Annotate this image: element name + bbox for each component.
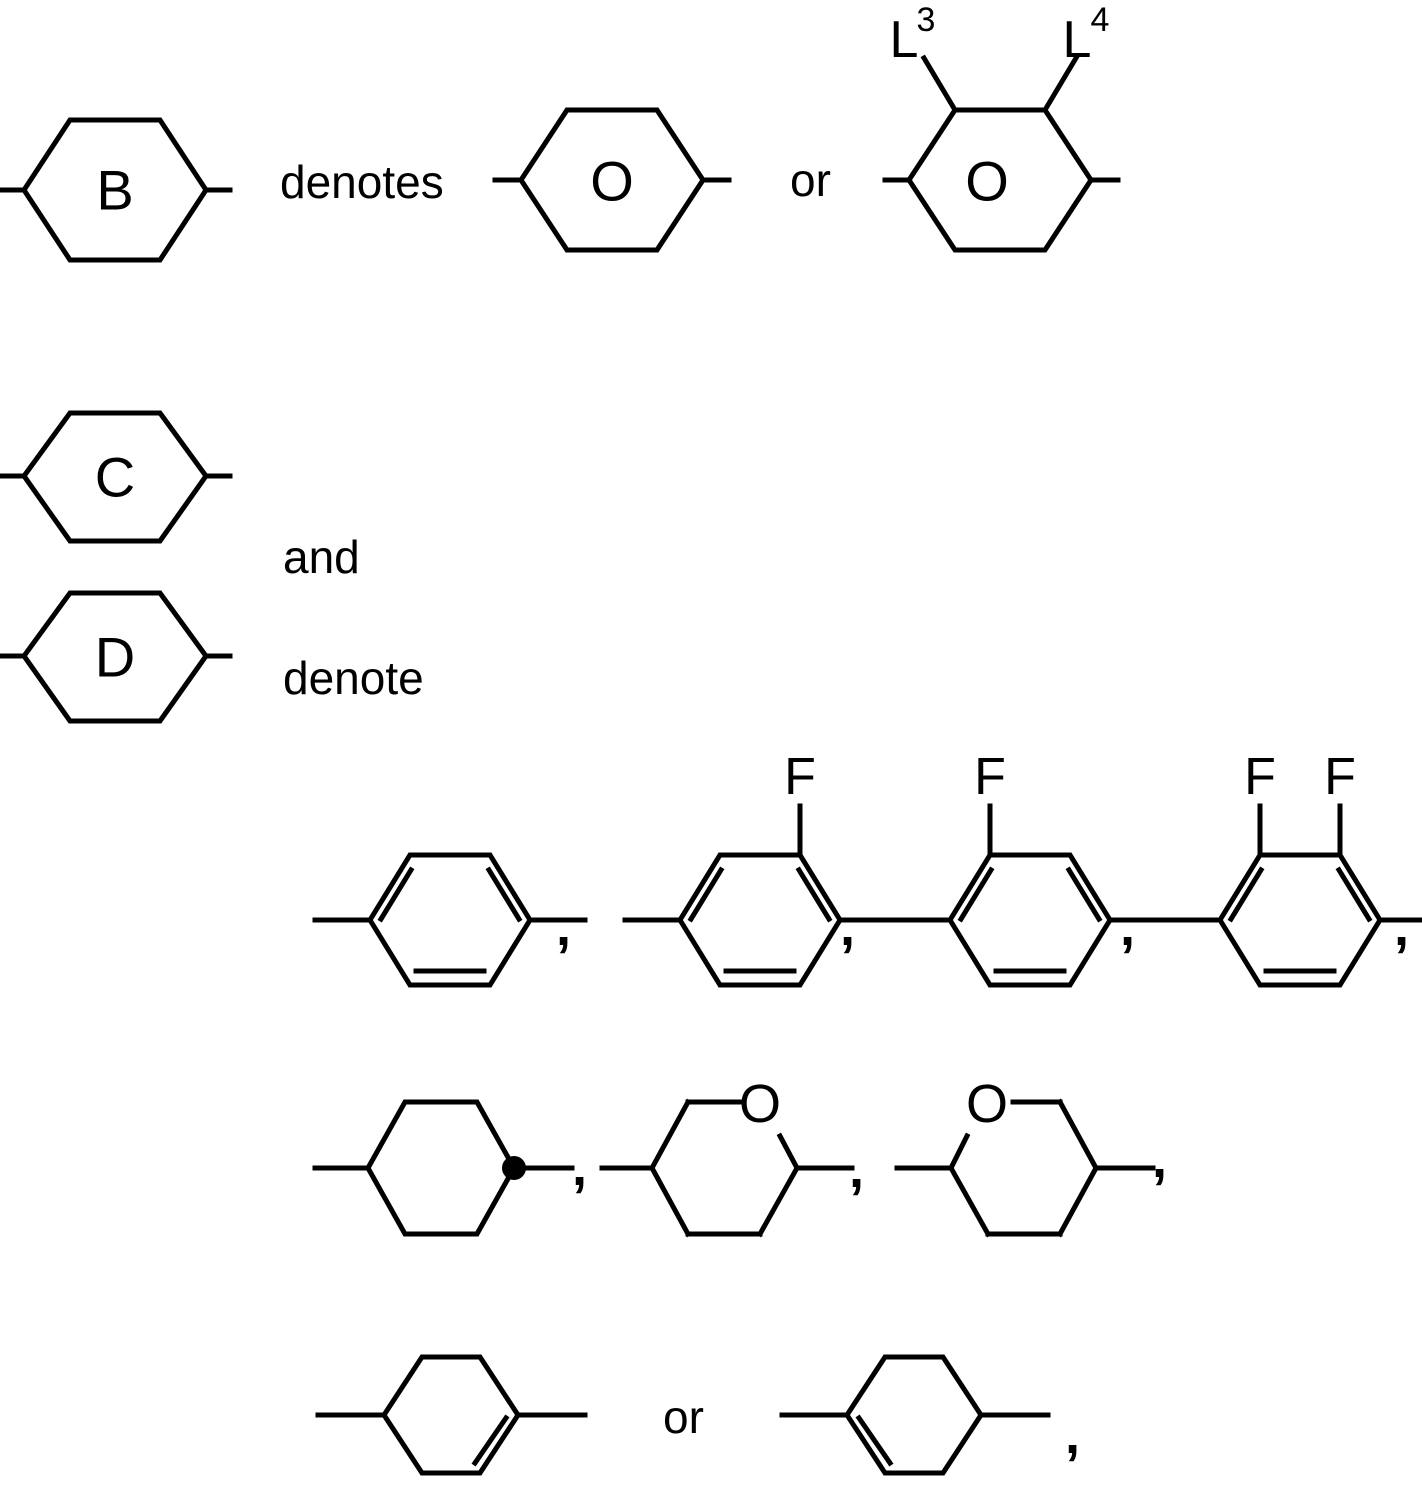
bond-lower-right — [1056, 1164, 1100, 1238]
cyclohexane-with-stereo-dot — [310, 1090, 575, 1250]
comma-3: , — [1120, 897, 1136, 957]
l4-label-superscript: 4 — [1091, 1, 1110, 39]
l3-label-base: L — [890, 11, 919, 69]
and-text: and — [283, 531, 360, 583]
ring-d-hexagon: D — [0, 578, 233, 748]
hexagon-outline — [844, 1354, 984, 1476]
benzene-2-fluoro-a: F — [610, 748, 898, 1000]
ring-d-label: D — [95, 626, 135, 689]
benzene-2-3-difluoro: F F — [1150, 748, 1422, 1000]
ring-c-hexagon: C — [0, 398, 233, 568]
inner-double-bond-upper-left — [377, 866, 415, 923]
comma-4: , — [1394, 897, 1410, 957]
benzene-1-4-diyl — [300, 840, 588, 1000]
inner-double-bond-upper-right — [485, 866, 523, 923]
bond-upper-left-to-o — [947, 1132, 971, 1172]
inner-double-bond-lower-right — [471, 1414, 510, 1467]
inner-double-bond-lower-left — [855, 1414, 894, 1467]
ring-c-label: C — [95, 446, 135, 509]
comma-5: , — [572, 1137, 588, 1197]
ring-b-label: B — [96, 159, 133, 222]
ring-b-hexagon: B — [0, 95, 233, 285]
tetrahydropyran-b: O — [894, 1074, 1165, 1255]
tetrahydropyran-a: O — [599, 1074, 890, 1255]
fluorine-label: F — [784, 748, 816, 806]
hexagon-outline — [381, 1354, 521, 1476]
cyclohexene-b — [760, 1340, 1051, 1488]
oxygen-label: O — [965, 150, 1009, 213]
benzene-2-fluoro-b: F — [880, 748, 1168, 1000]
bond-to-l4 — [1041, 54, 1080, 114]
bond-to-l3 — [920, 54, 959, 114]
oxane-ring-l3-l4: O L 3 L 4 — [880, 1, 1170, 280]
bond-lower-right — [756, 1164, 801, 1238]
bond-upper-right — [1056, 1098, 1100, 1172]
inner-double-bond-upper-right — [795, 866, 833, 923]
bond-upper-left — [648, 1098, 692, 1172]
oxane-ring-plain: O — [492, 95, 732, 285]
comma-2: , — [840, 897, 856, 957]
l3-label-superscript: 3 — [917, 1, 936, 39]
fluorine-label-right: F — [1324, 748, 1356, 806]
inner-double-bond-upper-left — [957, 866, 995, 923]
fluorine-label: F — [974, 748, 1006, 806]
hexagon-outline — [365, 1099, 517, 1237]
bond-upper-right-to-o — [776, 1132, 801, 1172]
inner-double-bond-upper-left — [687, 866, 725, 923]
comma-1: , — [556, 897, 572, 957]
or-text-row5: or — [663, 1391, 704, 1443]
oxygen-label: O — [590, 150, 634, 213]
comma-7: , — [1152, 1129, 1168, 1189]
inner-double-bond-upper-left — [1227, 866, 1265, 923]
comma-8: , — [1065, 1405, 1081, 1465]
fluorine-label-left: F — [1244, 748, 1276, 806]
l4-label-base: L — [1063, 11, 1092, 69]
inner-double-bond-upper-right — [1335, 866, 1373, 923]
bond-lower-left — [947, 1164, 992, 1238]
stereo-dot — [502, 1156, 526, 1180]
hexagon-outline — [367, 852, 533, 988]
oxygen-label: O — [966, 1074, 1008, 1134]
hexagon-outline — [677, 852, 843, 988]
comma-6: , — [849, 1139, 865, 1199]
denote-text: denote — [283, 652, 424, 704]
or-text-row1: or — [790, 154, 831, 206]
bond-lower-left — [648, 1164, 692, 1238]
inner-double-bond-upper-right — [1065, 866, 1103, 923]
hexagon-outline — [947, 852, 1113, 988]
denotes-text: denotes — [280, 156, 444, 208]
cyclohexene-a — [300, 1340, 588, 1488]
hexagon-outline — [1217, 852, 1383, 988]
oxygen-label: O — [739, 1074, 781, 1134]
